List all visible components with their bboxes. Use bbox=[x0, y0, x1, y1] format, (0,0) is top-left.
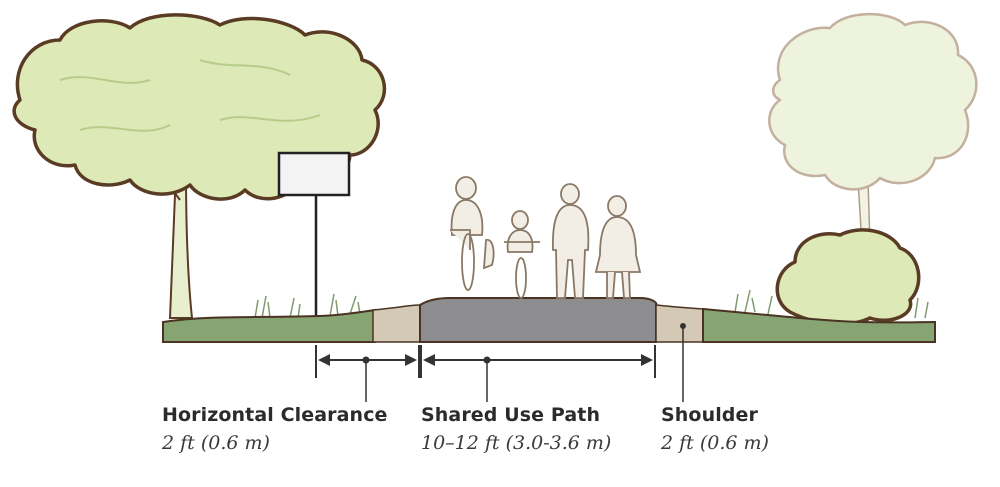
label-title: Shoulder bbox=[661, 404, 758, 426]
dimension-shoulder bbox=[680, 323, 686, 402]
label-value: 10–12 ft (3.0-3.6 m) bbox=[421, 432, 612, 454]
cyclist-adult-icon bbox=[450, 176, 495, 291]
grass-left bbox=[162, 308, 376, 343]
path-surface bbox=[419, 297, 658, 343]
label-value: 2 ft (0.6 m) bbox=[162, 432, 270, 454]
label-shoulder: Shoulder 2 ft (0.6 m) bbox=[661, 404, 769, 454]
pedestrian-man-icon bbox=[552, 183, 590, 299]
label-value: 2 ft (0.6 m) bbox=[661, 432, 769, 454]
pedestrian-woman-icon bbox=[594, 195, 642, 299]
dimension-path bbox=[420, 345, 656, 402]
shoulder-left bbox=[372, 304, 421, 343]
label-horizontal-clearance: Horizontal Clearance 2 ft (0.6 m) bbox=[162, 404, 388, 454]
sign-icon bbox=[277, 151, 351, 320]
grass-tufts bbox=[254, 289, 929, 319]
label-title: Shared Use Path bbox=[421, 404, 601, 426]
grass-right bbox=[702, 307, 936, 343]
label-title: Horizontal Clearance bbox=[162, 404, 388, 426]
shoulder-right bbox=[655, 304, 704, 343]
shrub-icon bbox=[775, 228, 921, 326]
tree-icon bbox=[768, 12, 978, 246]
dimension-clearance bbox=[315, 345, 420, 402]
label-shared-use-path: Shared Use Path 10–12 ft (3.0-3.6 m) bbox=[421, 404, 611, 454]
cyclist-child-icon bbox=[504, 210, 540, 299]
